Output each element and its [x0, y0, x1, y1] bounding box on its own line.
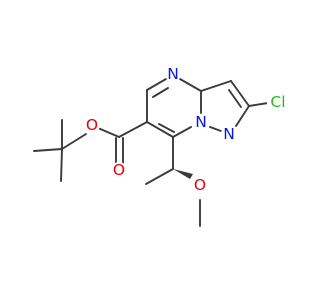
wedge-bond-to-ether-oxygen [173, 169, 193, 179]
pyrazole-bond-c3-c2-inner [228, 89, 242, 108]
ring-bond-c5-n4 [146, 78, 167, 91]
atom-chlorine: Cl [267, 93, 289, 112]
atom-ring-nitrogen-top: N [165, 65, 181, 83]
pyrazole-bond-c2-n [235, 105, 250, 127]
ring-bond-n4-c3a [179, 78, 202, 92]
atom-ring-nitrogen-pyrazole: N [221, 125, 237, 143]
molecule-canvas: O O N N N Cl O [33, 65, 289, 227]
molecule-structure: O O N N N Cl O [33, 65, 289, 227]
ring-nitrogen-bridge-label: N [195, 113, 207, 131]
ring-nitrogen-pyrazole-label: N [223, 125, 235, 143]
carbonyl-to-ring-bond [118, 121, 148, 138]
pyrazole-bond-c3a-c3 [200, 80, 232, 92]
atom-ether-oxygen: O [192, 176, 208, 194]
ring-nitrogen-top-label: N [167, 65, 179, 83]
chiral-carbon-to-methyl-bond [145, 168, 174, 185]
atom-carbonyl-oxygen: O [111, 161, 127, 179]
atom-ring-nitrogen-bridge: N [193, 113, 209, 131]
ring-bond-n1-c7 [172, 126, 192, 138]
tbutyl-methyl-bond-left [33, 148, 63, 152]
ester-oxygen-label: O [86, 116, 98, 134]
ester-oxygen-to-carbonyl-bond [97, 127, 120, 138]
ring-bond-c7-n-inner [158, 123, 175, 133]
ether-oxygen-label: O [194, 176, 206, 194]
ring-bond-c5-n4-inner [152, 87, 169, 98]
ring-bond-c6-c7 [146, 121, 174, 138]
carbonyl-oxygen-label: O [113, 161, 125, 179]
pyrazole-bond-n-n1 [209, 126, 222, 132]
atom-ester-oxygen: O [84, 116, 100, 134]
pyrazole-bond-c3-c2 [230, 80, 250, 107]
tbutyl-to-ester-oxygen-bond [61, 133, 87, 150]
chlorine-bond [248, 102, 269, 107]
tbutyl-methyl-bond-bottom [60, 148, 63, 182]
chlorine-label: Cl [270, 93, 285, 111]
